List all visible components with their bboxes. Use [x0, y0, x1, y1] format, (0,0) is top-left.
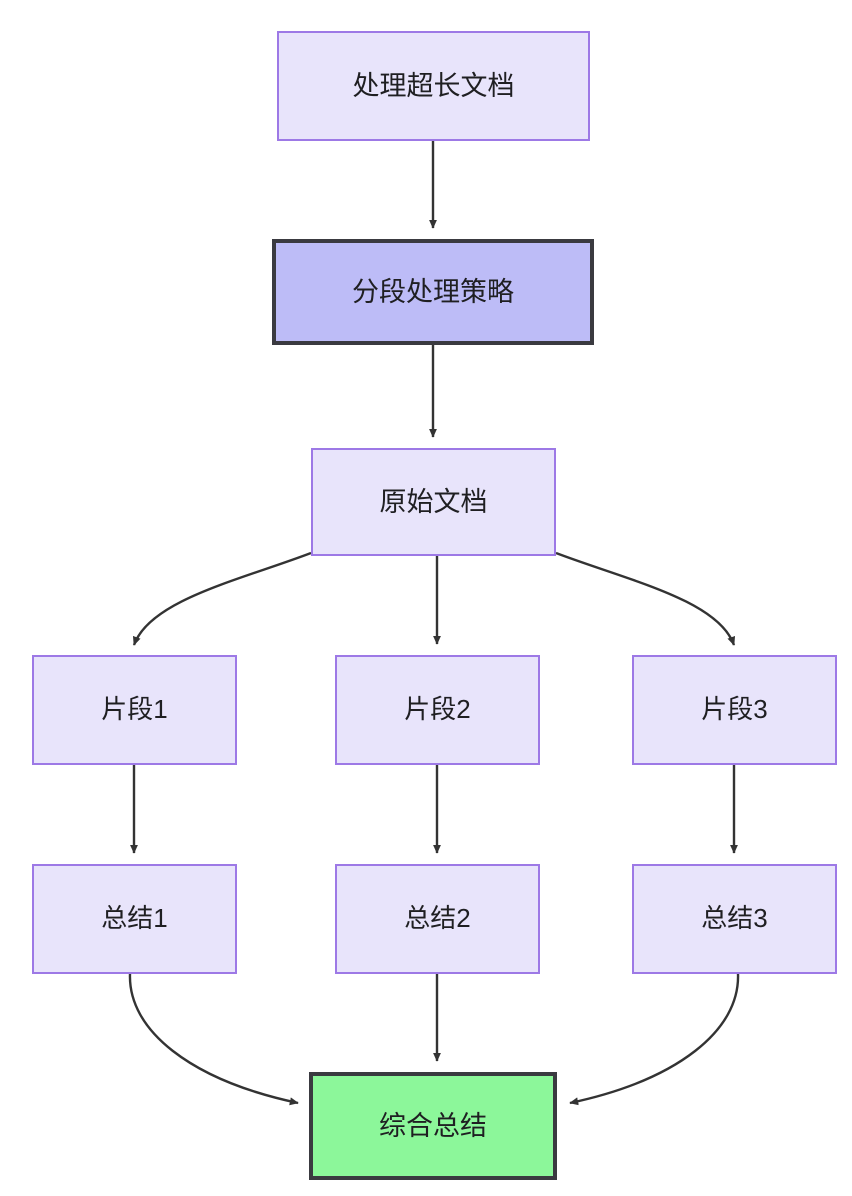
node-label: 片段3	[701, 694, 768, 725]
node-label: 原始文档	[379, 486, 488, 517]
node-label: 处理超长文档	[352, 70, 515, 101]
edge-n3-n6	[555, 551, 736, 646]
node-chunk-2[interactable]: 片段2	[335, 655, 540, 765]
node-label: 总结3	[701, 903, 768, 934]
node-chunking-strategy[interactable]: 分段处理策略	[272, 239, 594, 345]
node-label: 综合总结	[379, 1110, 487, 1141]
edge-n3-n4	[132, 551, 312, 646]
node-label: 总结2	[404, 903, 471, 934]
edge-n9-n10	[569, 973, 740, 1106]
node-label: 总结1	[101, 903, 168, 934]
node-label: 片段1	[101, 694, 168, 725]
edge-n7-n10	[128, 973, 299, 1106]
node-summary-2[interactable]: 总结2	[335, 864, 540, 974]
node-summary-1[interactable]: 总结1	[32, 864, 237, 974]
node-summary-3[interactable]: 总结3	[632, 864, 837, 974]
node-original-document[interactable]: 原始文档	[311, 448, 556, 556]
node-process-long-document[interactable]: 处理超长文档	[277, 31, 590, 141]
node-chunk-1[interactable]: 片段1	[32, 655, 237, 765]
node-label: 片段2	[404, 694, 471, 725]
node-final-summary[interactable]: 综合总结	[309, 1072, 557, 1180]
node-label: 分段处理策略	[352, 276, 514, 307]
node-chunk-3[interactable]: 片段3	[632, 655, 837, 765]
